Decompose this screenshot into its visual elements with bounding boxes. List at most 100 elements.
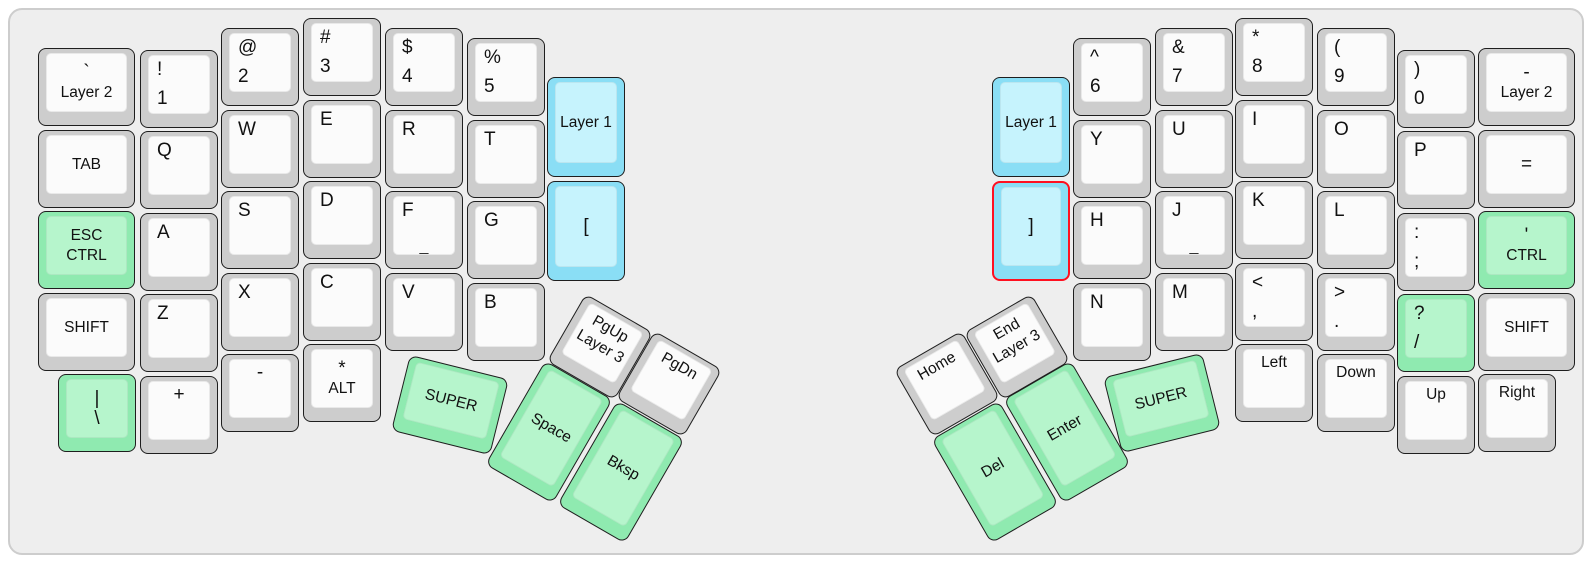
- keycap-top: Down: [1325, 359, 1387, 418]
- key-label-line: SUPER: [423, 385, 480, 415]
- key-labels: |\: [67, 380, 127, 437]
- key-amp-7[interactable]: &7: [1155, 28, 1233, 106]
- key-gt-period[interactable]: >.: [1317, 273, 1395, 351]
- key-paren-0[interactable]: )0: [1397, 50, 1475, 128]
- key-shift-right[interactable]: SHIFT: [1478, 293, 1575, 371]
- key-e[interactable]: E: [303, 100, 381, 178]
- keycap-top: R: [393, 115, 455, 174]
- key-label-line: Layer 2: [60, 83, 113, 101]
- keycap-top: SUPER: [1112, 359, 1210, 438]
- key-labels: Right: [1487, 380, 1547, 437]
- key-u[interactable]: U: [1155, 110, 1233, 188]
- key-hash-3[interactable]: #3: [303, 18, 381, 96]
- key-quote-ctrl[interactable]: 'CTRL: [1478, 211, 1575, 289]
- key-caret-6[interactable]: ^6: [1073, 38, 1151, 116]
- keycap-top: Left: [1243, 349, 1305, 408]
- key-k[interactable]: K: [1235, 181, 1313, 259]
- keycap-top: X: [229, 278, 291, 337]
- key-layer1-right[interactable]: Layer 1: [992, 77, 1070, 177]
- key-arrow-right[interactable]: Right: [1478, 374, 1556, 452]
- key-labels: Down: [1326, 360, 1386, 417]
- key-m[interactable]: M: [1155, 273, 1233, 351]
- key-paren-9[interactable]: (9: [1317, 28, 1395, 106]
- key-q[interactable]: Q: [140, 131, 218, 209]
- key-labels: <,: [1244, 269, 1304, 326]
- key-question-slash[interactable]: ?/: [1397, 294, 1475, 372]
- key-layer2-left[interactable]: `Layer 2: [38, 48, 135, 126]
- key-r[interactable]: R: [385, 110, 463, 188]
- key-at-2[interactable]: @2: [221, 28, 299, 106]
- key-label-line: +: [173, 384, 185, 405]
- key-f[interactable]: F_: [385, 191, 463, 269]
- key-shift-left[interactable]: SHIFT: [38, 293, 135, 371]
- key-label-line: [: [583, 215, 589, 237]
- key-b[interactable]: B: [467, 283, 545, 361]
- key-l[interactable]: L: [1317, 191, 1395, 269]
- key-labels: -Layer 2: [1487, 54, 1566, 111]
- key-equals[interactable]: =: [1478, 130, 1575, 208]
- key-plus[interactable]: +: [140, 376, 218, 454]
- homing-bar-icon: _: [419, 238, 429, 255]
- key-v[interactable]: V: [385, 273, 463, 351]
- key-labels: )0: [1406, 56, 1466, 113]
- key-label-line: 2: [238, 66, 249, 87]
- key-s[interactable]: S: [221, 191, 299, 269]
- key-labels: ?/: [1406, 300, 1466, 357]
- keycap-top: >.: [1325, 278, 1387, 337]
- key-label-line: ^: [1090, 47, 1099, 68]
- key-x[interactable]: X: [221, 273, 299, 351]
- key-p[interactable]: P: [1397, 131, 1475, 209]
- key-label-line: ): [1414, 59, 1421, 80]
- key-label-line: 9: [1334, 66, 1345, 87]
- key-pipe-backslash[interactable]: |\: [58, 374, 136, 452]
- key-label-line: W: [238, 119, 256, 140]
- key-layer1-left[interactable]: Layer 1: [547, 77, 625, 177]
- key-label-line: ALT: [328, 379, 356, 397]
- key-j[interactable]: J_: [1155, 191, 1233, 269]
- key-minus[interactable]: -: [221, 354, 299, 432]
- key-h[interactable]: H: [1073, 201, 1151, 279]
- key-arrow-up[interactable]: Up: [1397, 376, 1475, 454]
- key-label-line: Enter: [1044, 411, 1085, 445]
- key-label-line: X: [238, 282, 251, 303]
- key-layer2-right[interactable]: -Layer 2: [1478, 48, 1575, 126]
- key-percent-5[interactable]: %5: [467, 38, 545, 116]
- key-rbracket[interactable]: ]: [992, 181, 1070, 281]
- key-label-line: Left: [1261, 354, 1287, 371]
- key-star-alt[interactable]: *ALT: [303, 344, 381, 422]
- key-o[interactable]: O: [1317, 110, 1395, 188]
- key-c[interactable]: C: [303, 263, 381, 341]
- key-i[interactable]: I: [1235, 100, 1313, 178]
- keycap-top: H: [1081, 206, 1143, 265]
- key-t[interactable]: T: [467, 120, 545, 198]
- key-label-line: \: [94, 407, 100, 429]
- key-arrow-left[interactable]: Left: [1235, 344, 1313, 422]
- key-w[interactable]: W: [221, 110, 299, 188]
- key-z[interactable]: Z: [140, 294, 218, 372]
- key-labels: *ALT: [312, 350, 372, 407]
- key-labels: `Layer 2: [47, 54, 126, 111]
- key-arrow-down[interactable]: Down: [1317, 354, 1395, 432]
- key-lt-comma[interactable]: <,: [1235, 263, 1313, 341]
- key-labels: SUPER: [1113, 361, 1208, 437]
- key-lbracket[interactable]: [: [547, 181, 625, 281]
- key-g[interactable]: G: [467, 201, 545, 279]
- key-dollar-4[interactable]: $4: [385, 28, 463, 106]
- key-label-line: 7: [1172, 66, 1183, 87]
- key-label-line: 4: [402, 66, 413, 87]
- keycap-top: G: [475, 206, 537, 265]
- keycap-top: L: [1325, 196, 1387, 255]
- key-colon-semi[interactable]: :;: [1397, 213, 1475, 291]
- keycap-top: P: [1405, 136, 1467, 195]
- key-label-line: &: [1172, 37, 1185, 58]
- key-n[interactable]: N: [1073, 283, 1151, 361]
- key-label-line: E: [320, 109, 333, 130]
- key-excl-1[interactable]: !1: [140, 50, 218, 128]
- key-y[interactable]: Y: [1073, 120, 1151, 198]
- key-a[interactable]: A: [140, 213, 218, 291]
- key-tab[interactable]: TAB: [38, 130, 135, 208]
- key-labels: U: [1164, 116, 1224, 173]
- key-star-8[interactable]: *8: [1235, 18, 1313, 96]
- key-d[interactable]: D: [303, 181, 381, 259]
